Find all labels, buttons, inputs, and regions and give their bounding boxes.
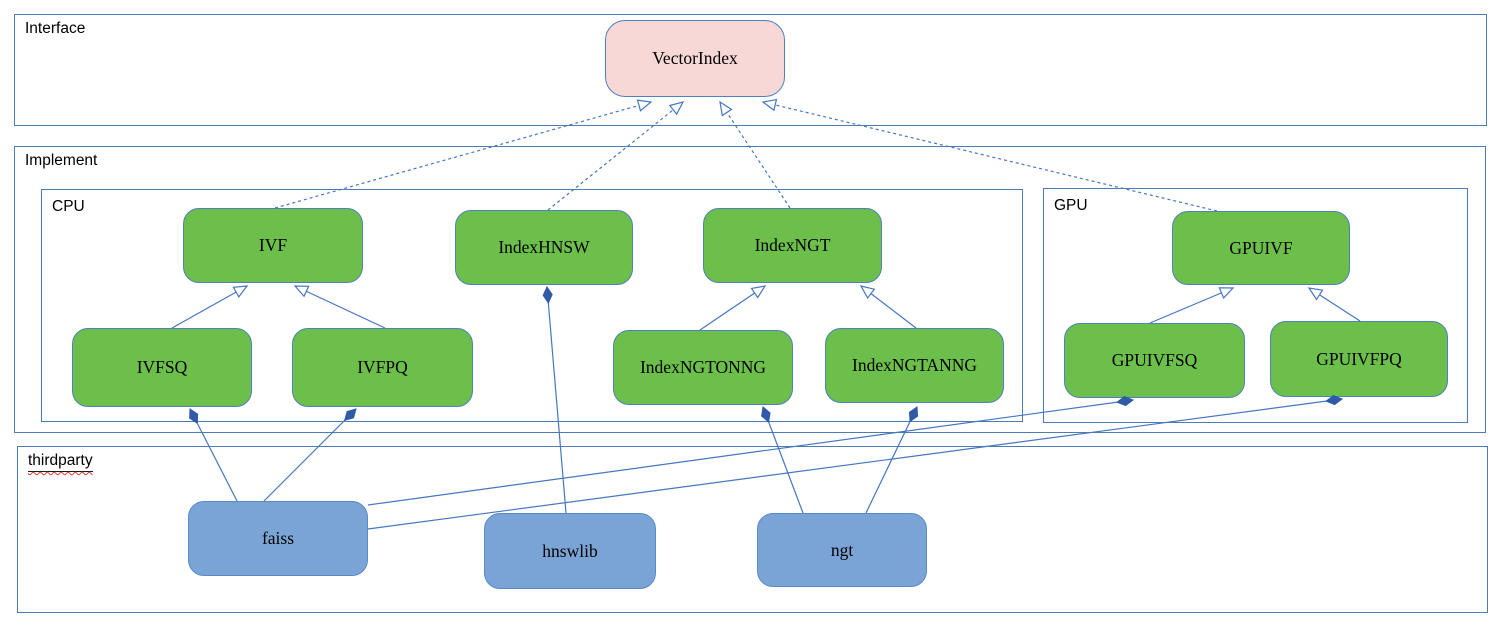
node-ivfpq[interactable]: IVFPQ [292, 328, 473, 407]
node-hnswlib-label: hnswlib [542, 540, 598, 561]
node-gpuivfsq[interactable]: GPUIVFSQ [1064, 323, 1245, 398]
node-gpuivfpq-label: GPUIVFPQ [1316, 348, 1402, 369]
node-indexngtanng[interactable]: IndexNGTANNG [825, 328, 1004, 403]
node-gpuivf-label: GPUIVF [1229, 237, 1293, 258]
node-ngt-label: ngt [830, 539, 854, 560]
node-ivfsq[interactable]: IVFSQ [72, 328, 252, 407]
node-indexngtonng[interactable]: IndexNGTONNG [613, 330, 793, 405]
node-vectorindex-label: VectorIndex [652, 48, 738, 68]
node-vectorindex[interactable]: VectorIndex [605, 20, 785, 97]
node-indexngt-label: IndexNGT [754, 235, 831, 255]
group-thirdparty-label: thirdparty [28, 452, 93, 472]
node-ivfpq-label: IVFPQ [357, 357, 408, 377]
node-gpuivf[interactable]: GPUIVF [1172, 211, 1350, 285]
node-ivfsq-label: IVFSQ [136, 357, 188, 377]
node-indexngt[interactable]: IndexNGT [703, 208, 882, 283]
node-indexngtanng-label: IndexNGTANNG [852, 355, 977, 375]
node-indexngtonng-label: IndexNGTONNG [639, 357, 767, 377]
node-ivf[interactable]: IVF [183, 208, 363, 283]
group-interface-label: Interface [25, 20, 86, 37]
group-cpu-label: CPU [52, 198, 85, 215]
node-faiss[interactable]: faiss [188, 501, 368, 576]
group-implement-label: Implement [25, 152, 98, 169]
node-hnswlib[interactable]: hnswlib [484, 513, 656, 589]
node-indexhnsw-label: IndexHNSW [498, 237, 590, 257]
node-ngt[interactable]: ngt [757, 513, 927, 587]
group-gpu-label: GPU [1054, 197, 1088, 214]
node-ivf-label: IVF [258, 235, 288, 255]
node-indexhnsw[interactable]: IndexHNSW [455, 210, 633, 285]
node-gpuivfpq[interactable]: GPUIVFPQ [1270, 321, 1448, 397]
node-gpuivfsq-label: GPUIVFSQ [1111, 350, 1198, 370]
node-faiss-label: faiss [261, 528, 295, 548]
